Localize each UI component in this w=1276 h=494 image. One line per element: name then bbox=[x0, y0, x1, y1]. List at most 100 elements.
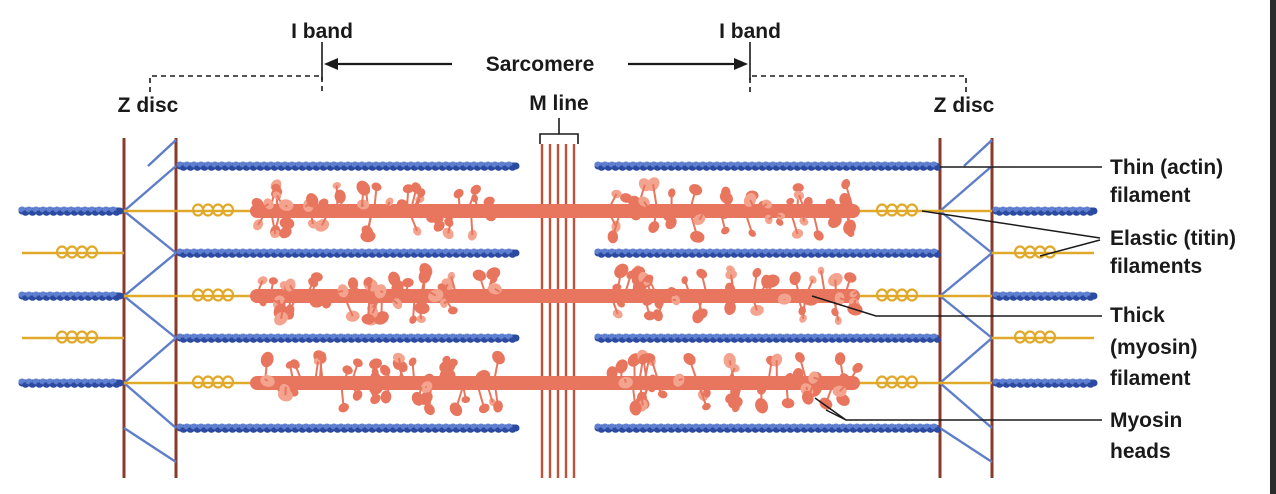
myosin-head bbox=[657, 390, 668, 399]
myosin-head-neck bbox=[651, 360, 659, 380]
myosin-head bbox=[652, 309, 663, 322]
z-disc-crossbridge bbox=[123, 382, 177, 429]
myosin-head bbox=[461, 396, 471, 404]
myosin-head-neck bbox=[462, 386, 467, 400]
myosin-head bbox=[743, 193, 757, 207]
thick-filament-label-3: filament bbox=[1110, 367, 1191, 390]
myosin-head bbox=[612, 309, 623, 319]
myosin-head-neck bbox=[644, 299, 651, 317]
actin-bead bbox=[509, 337, 516, 343]
myosin-head bbox=[397, 379, 407, 387]
myosin-head-neck bbox=[311, 276, 318, 293]
myosin-head-neck bbox=[624, 378, 627, 383]
myosin-head-neck bbox=[728, 367, 736, 380]
myosin-head-neck bbox=[734, 386, 742, 408]
myosin-head bbox=[337, 284, 349, 298]
myosin-head-neck bbox=[257, 214, 265, 226]
thin-filament-label-1: Thin (actin) bbox=[1110, 156, 1223, 179]
actin-bead bbox=[113, 382, 120, 388]
myosin-head-neck bbox=[612, 286, 618, 293]
myosin-head-neck bbox=[367, 281, 371, 293]
myosin-head-neck bbox=[450, 275, 457, 293]
myosin-head-neck bbox=[808, 297, 812, 301]
myosin-head bbox=[370, 393, 381, 405]
z-disc-crossbridge bbox=[123, 426, 177, 464]
myosin-head-neck bbox=[633, 206, 639, 212]
myosin-head-neck bbox=[429, 291, 437, 297]
myosin-head-neck bbox=[839, 376, 845, 380]
myosin-head-neck bbox=[304, 199, 313, 208]
myosin-head bbox=[671, 294, 681, 306]
myosin-head-neck bbox=[494, 287, 501, 293]
myosin-head bbox=[260, 351, 274, 368]
myosin-head bbox=[440, 368, 456, 381]
z-disc-left-label: Z disc bbox=[118, 94, 179, 117]
myosin-head bbox=[385, 197, 394, 207]
myosin-head bbox=[611, 189, 622, 199]
myosin-head-neck bbox=[798, 299, 804, 312]
myosin-head bbox=[411, 391, 424, 406]
myosin-head-neck bbox=[813, 376, 819, 380]
myosin-head-neck bbox=[616, 299, 622, 305]
myosin-head-neck bbox=[767, 360, 773, 380]
myosin-head bbox=[618, 376, 633, 389]
myosin-head-neck bbox=[310, 214, 314, 225]
myosin-head-neck bbox=[657, 299, 664, 305]
i-band-left-bracket bbox=[149, 75, 323, 92]
myosin-filament bbox=[250, 289, 860, 303]
titin-coil bbox=[85, 245, 99, 259]
myosin-head-neck bbox=[360, 187, 365, 208]
actin-bead bbox=[509, 165, 516, 171]
myosin-head-neck bbox=[745, 214, 754, 234]
myosin-head-neck bbox=[352, 386, 359, 396]
myosin-head bbox=[643, 353, 656, 363]
myosin-head-neck bbox=[447, 214, 453, 223]
myosin-head-neck bbox=[820, 270, 826, 293]
myosin-head bbox=[630, 211, 641, 221]
myosin-head bbox=[412, 226, 422, 236]
myosin-head-neck bbox=[279, 299, 286, 319]
myosin-head bbox=[310, 272, 323, 282]
myosin-head-neck bbox=[624, 274, 632, 293]
myosin-head-neck bbox=[698, 214, 704, 221]
myosin-head-neck bbox=[346, 382, 354, 388]
leader-elastic-b bbox=[1039, 239, 1101, 257]
myosin-head-neck bbox=[289, 364, 294, 380]
myosin-head-neck bbox=[307, 281, 315, 293]
myosin-head-neck bbox=[800, 378, 807, 384]
actin-bead bbox=[934, 252, 941, 258]
myosin-head bbox=[724, 300, 736, 315]
myosin-head-neck bbox=[802, 214, 805, 222]
myosin-head-neck bbox=[493, 357, 500, 380]
z-disc-crossbridge bbox=[939, 337, 993, 384]
myosin-head bbox=[475, 370, 491, 384]
myosin-head-neck bbox=[608, 193, 618, 208]
titin-coil bbox=[905, 288, 919, 302]
elastic-filament-label-2: filaments bbox=[1110, 255, 1202, 278]
z-disc-crossbridge bbox=[939, 252, 993, 297]
myosin-head-neck bbox=[852, 291, 858, 295]
myosin-head bbox=[729, 381, 741, 393]
myosin-head-neck bbox=[264, 378, 269, 382]
myosin-head-neck bbox=[790, 214, 799, 235]
myosin-head-neck bbox=[812, 214, 820, 236]
myosin-head-neck bbox=[643, 200, 649, 208]
myosin-head bbox=[771, 353, 783, 367]
myosin-head-neck bbox=[611, 214, 621, 238]
right-border bbox=[1270, 0, 1276, 494]
myosin-head-neck bbox=[727, 299, 732, 308]
myosin-head-neck bbox=[314, 361, 319, 380]
myosin-head-neck bbox=[270, 280, 275, 293]
myosin-head-neck bbox=[344, 369, 349, 380]
myosin-head-neck bbox=[428, 386, 432, 410]
myosin-head-neck bbox=[479, 375, 484, 380]
myosin-head-neck bbox=[605, 206, 613, 212]
myosin-head-neck bbox=[435, 214, 440, 220]
myosin-head-neck bbox=[488, 200, 495, 208]
leader-heads bbox=[814, 397, 1102, 421]
actin-bead bbox=[509, 427, 516, 433]
i-band-right-bracket bbox=[749, 75, 967, 92]
myosin-head-neck bbox=[294, 363, 302, 380]
z-disc-crossbridge bbox=[123, 165, 177, 212]
myosin-head-neck bbox=[373, 186, 378, 208]
